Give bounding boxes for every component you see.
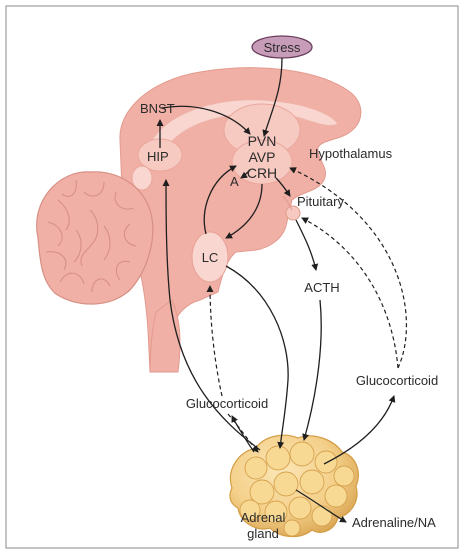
glucocorticoid-right-label: Glucocorticoid — [356, 373, 438, 388]
bnst-label: BNST — [140, 101, 175, 116]
arrow-acth-adrenal — [304, 300, 321, 440]
arrow-adrenal-gluco-left — [232, 416, 254, 452]
stress-node: Stress — [252, 36, 312, 58]
pituitary-label: Pituitary — [297, 194, 344, 209]
lc-label: LC — [202, 250, 219, 265]
pvn-label: PVN — [248, 133, 277, 149]
cerebellum-illustration — [37, 172, 153, 304]
dashed-to-adrenal — [228, 414, 258, 452]
a-label: A — [230, 174, 239, 189]
dashed-gluco-lc — [210, 286, 222, 396]
crh-label: CRH — [247, 165, 277, 181]
arrow-pituitary-acth — [296, 220, 316, 270]
arrow-lc-adrenal — [226, 266, 288, 448]
hip-label: HIP — [147, 149, 169, 164]
hypothalamus-label: Hypothalamus — [309, 146, 393, 161]
stress-label: Stress — [264, 40, 301, 55]
adrenal-label-line1: Adrenal — [241, 510, 286, 525]
avp-label: AVP — [249, 149, 276, 165]
adrenal-label-line2: gland — [247, 526, 279, 541]
glucocorticoid-left-label: Glucocorticoid — [186, 396, 268, 411]
adrenaline-label: Adrenaline/NA — [352, 515, 436, 530]
acth-label: ACTH — [304, 280, 339, 295]
